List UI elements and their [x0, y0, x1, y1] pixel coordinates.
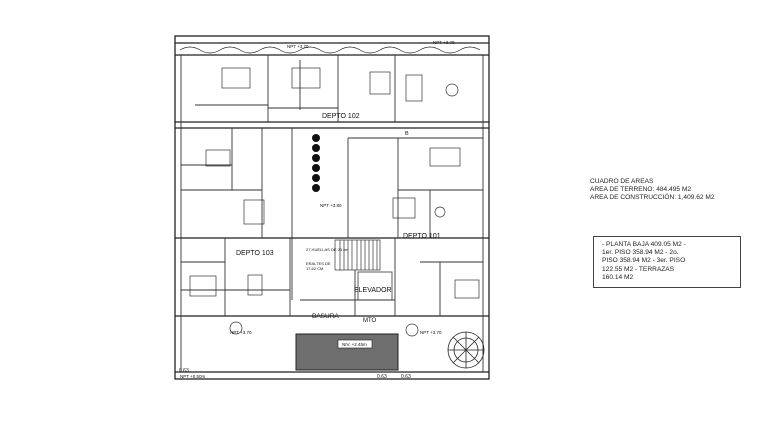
area-summary-title: CUADRO DE AREAS	[590, 178, 654, 185]
levels-line: 1er. PISO 358.94 M2 - 2o.	[602, 249, 679, 257]
stair-note-2: ERALTES DE	[306, 261, 331, 266]
stair-note-1: 27 HUELLAS DE 23 cm	[306, 247, 349, 252]
hatched-slab	[295, 333, 399, 371]
level-label-left: NPT +3.70	[230, 330, 252, 335]
room-label-garbage: BASURA	[312, 313, 339, 320]
staircase	[334, 239, 381, 271]
dimension-center: 0.63	[377, 374, 387, 380]
levels-line: 160.14 M2	[602, 273, 634, 281]
furniture	[189, 67, 480, 337]
room-label-mto: MTO	[363, 318, 377, 324]
room-label-b: B	[405, 131, 409, 137]
unit-label-103: DEPTO 103	[236, 250, 274, 257]
area-summary: CUADRO DE AREAS AREA DE TERRENO: 484.495…	[590, 178, 750, 203]
levels-line: 122.55 M2 - TERRAZAS	[602, 265, 675, 273]
levels-line: - PLANTA BAJA 409.05 M2 -	[602, 241, 686, 248]
planter-trees	[312, 134, 320, 192]
outer-walls	[174, 35, 490, 380]
elevator-shaft	[357, 271, 393, 301]
room-label-elevator: ELEVADOR	[354, 287, 392, 294]
area-construccion: AREA DE CONSTRUCCIÓN: 1,409.62 M2	[590, 194, 715, 202]
unit-label-102: DEPTO 102	[322, 113, 360, 120]
level-label-right: NPT +3.70	[420, 330, 442, 335]
level-label-top-left: NPT +3.70	[287, 44, 309, 49]
levels-line: PISO 358.94 M2 - 3er. PISO	[602, 257, 686, 265]
level-label-top: NPT +3.70	[433, 40, 455, 45]
dimension-right: 0.63	[401, 374, 411, 380]
dimension-left: 0.63	[179, 368, 189, 374]
interior-walls	[180, 55, 484, 372]
level-label-slab: NIV. +2.45m	[342, 342, 367, 347]
level-label-bottom-left: NPT +0.50m	[180, 374, 206, 379]
unit-label-101: DEPTO 101	[403, 233, 441, 240]
levels-area-box: - PLANTA BAJA 409.05 M2 - 1er. PISO 358.…	[593, 236, 741, 288]
area-terreno: AREA DE TERRENO: 484.495 M2	[590, 186, 692, 194]
level-label-center: NPT +3.80	[320, 203, 342, 208]
round-terrace	[447, 331, 485, 369]
top-boundary	[179, 46, 481, 54]
stair-note-3: 17.62 CM	[306, 266, 323, 271]
